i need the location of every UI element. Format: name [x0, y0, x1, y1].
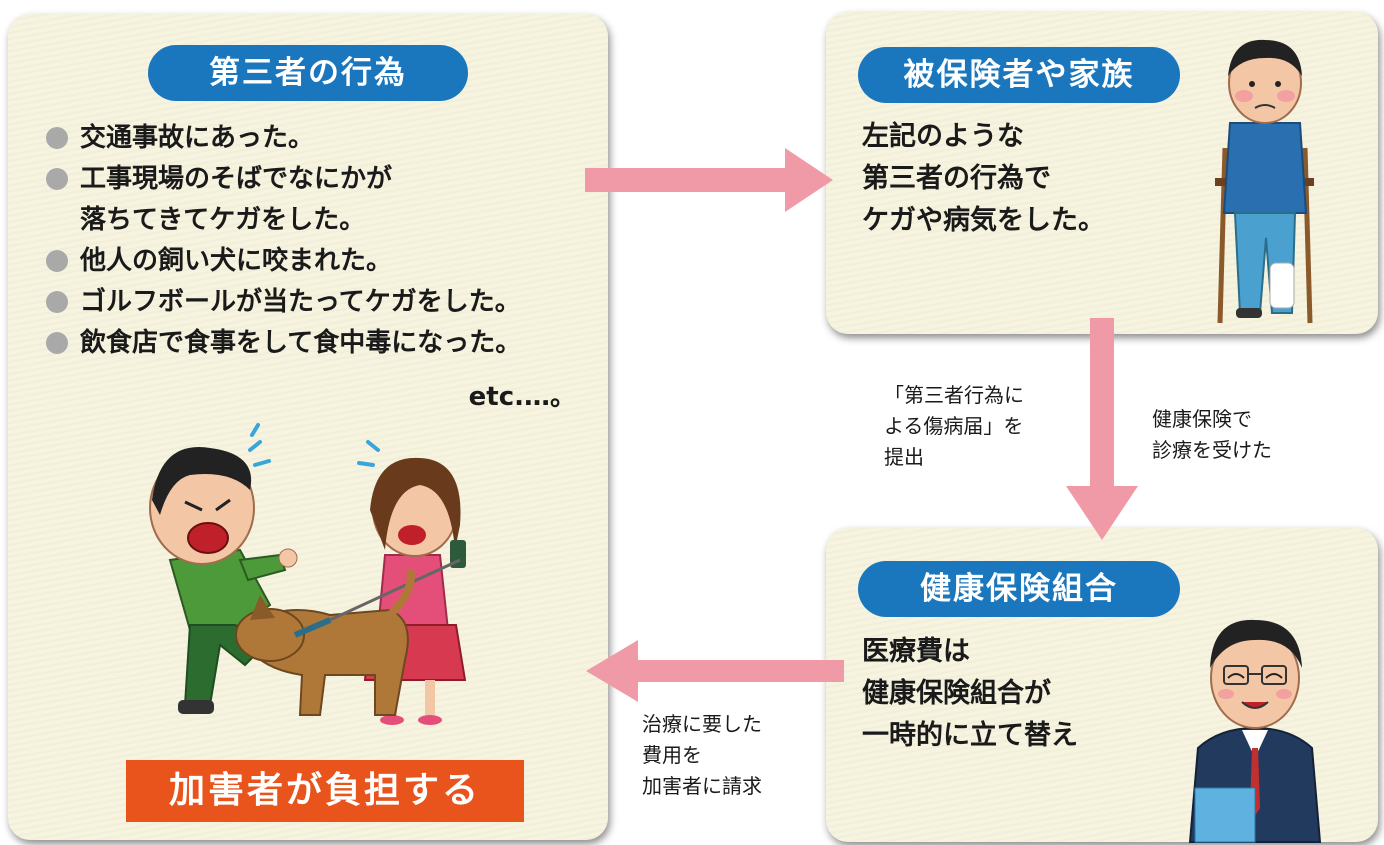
- arrow-left: [586, 640, 844, 702]
- arrow-right: [585, 148, 833, 212]
- fighting-people-illustration: [149, 423, 467, 725]
- bullet-icon: [46, 250, 68, 272]
- list-item: 他人の飼い犬に咬まれた。: [46, 241, 521, 282]
- note-billing: 治療に要した 費用を 加害者に請求: [642, 712, 762, 798]
- insured-person-title: 被保険者や家族: [858, 47, 1180, 103]
- etc-label: etc.…。: [468, 382, 576, 412]
- note-treatment: 健康保険で 診療を受けた: [1152, 407, 1272, 462]
- third-party-acts-title: 第三者の行為: [148, 45, 468, 101]
- bullet-icon: [46, 332, 68, 354]
- list-item: 工事現場のそばでなにかが落ちてきてケガをした。: [46, 159, 521, 241]
- health-insurance-title: 健康保険組合: [858, 561, 1180, 617]
- list-item: 交通事故にあった。: [46, 118, 521, 159]
- bullet-icon: [46, 168, 68, 190]
- insurance-staff-illustration: [1188, 619, 1322, 843]
- note-submit-form: 「第三者行為に よる傷病届」を 提出: [884, 383, 1024, 469]
- insured-person-description: 左記のような 第三者の行為で ケガや病気をした。: [862, 121, 1105, 236]
- dog-figure: [235, 558, 461, 716]
- third-party-acts-list: 交通事故にあった。 工事現場のそばでなにかが落ちてきてケガをした。 他人の飼い犬…: [46, 118, 521, 364]
- list-item: ゴルフボールが当たってケガをした。: [46, 282, 521, 323]
- arrow-down: [1066, 318, 1138, 540]
- man-figure: [149, 423, 298, 714]
- third-party-acts-panel: [8, 14, 608, 840]
- list-item: 飲食店で食事をして食中毒になった。: [46, 323, 521, 364]
- injured-person-illustration: [1215, 39, 1314, 324]
- burden-label: 加害者が負担する: [126, 760, 524, 822]
- health-insurance-description: 医療費は 健康保険組合が 一時的に立て替え: [862, 636, 1078, 751]
- bullet-icon: [46, 291, 68, 313]
- bullet-icon: [46, 127, 68, 149]
